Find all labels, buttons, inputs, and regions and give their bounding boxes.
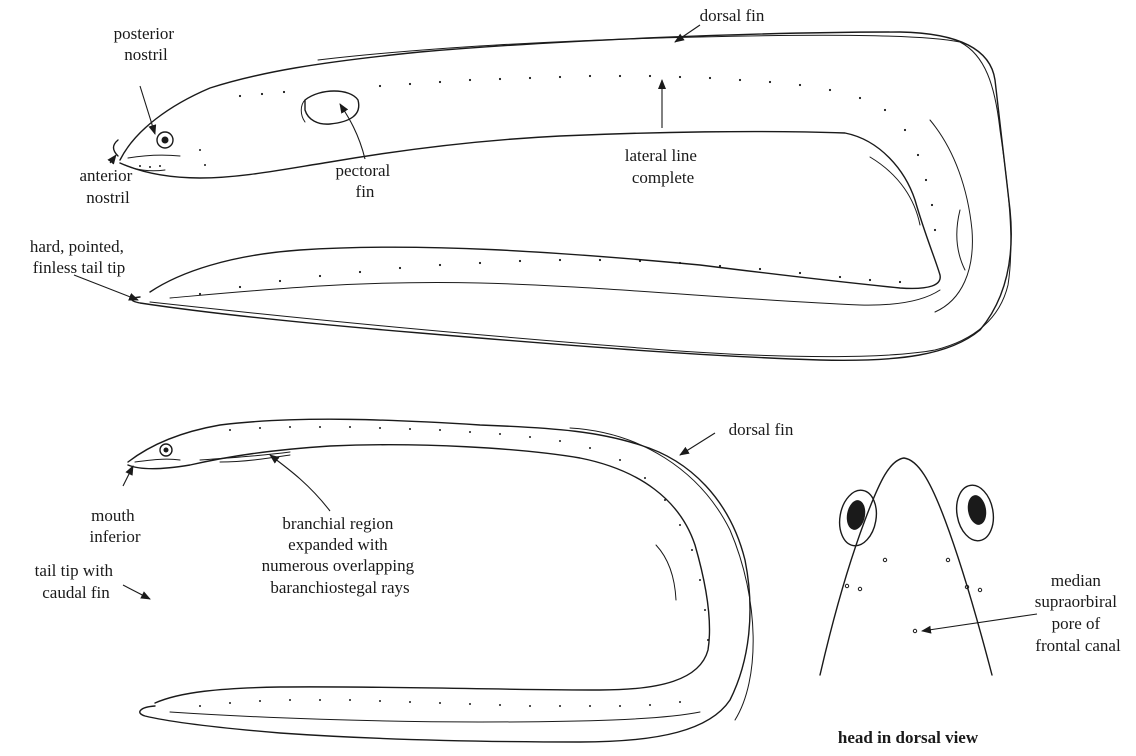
label-dorsal-fin-bottom: dorsal fin [729, 420, 794, 439]
label-tail-caudal: tail tip with caudal fin [35, 561, 118, 602]
eel-lower-figure [128, 419, 753, 742]
caption-head-dorsal-view: head in dorsal view [838, 728, 979, 747]
label-lateral-line: lateral line complete [625, 146, 701, 187]
label-branchial-region: branchial region expanded with numerous … [262, 514, 419, 597]
label-median-pore: median supraorbiral pore of frontal cana… [1035, 571, 1121, 655]
label-hard-tail-tip: hard, pointed, finless tail tip [30, 237, 128, 277]
label-mouth-inferior: mouth inferior [90, 506, 141, 546]
pectoral-fin-shape [305, 91, 359, 124]
label-posterior-nostril: posterior nostril [114, 24, 179, 64]
leader-lines [74, 25, 1037, 631]
label-anterior-nostril: anterior nostril [79, 166, 136, 207]
label-dorsal-fin-top: dorsal fin [700, 6, 765, 25]
eel-upper-figure [114, 32, 1012, 360]
eel-head-dorsal-view [820, 458, 998, 675]
label-pectoral-fin: pectoral fin [336, 161, 395, 201]
